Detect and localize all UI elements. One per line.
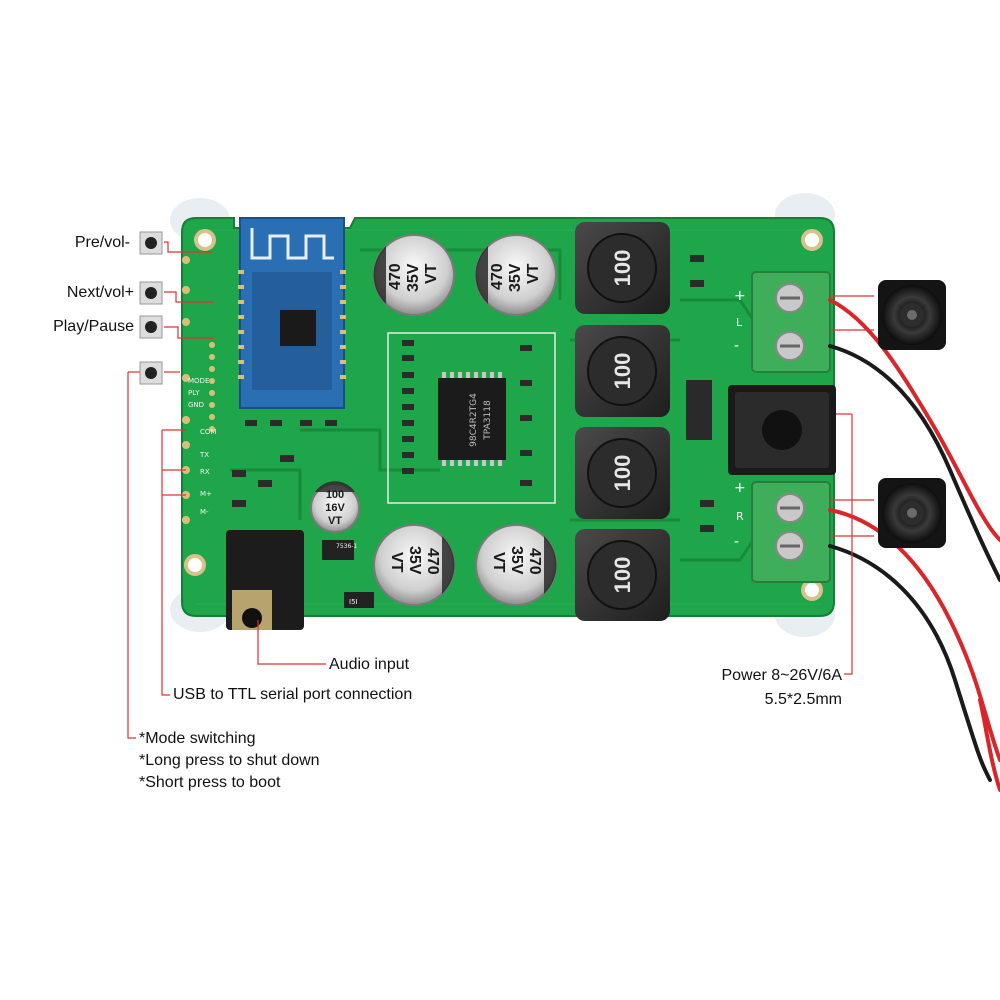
- terminal-block-left: [751, 271, 831, 373]
- capacitor: 470 35V VT: [373, 234, 455, 316]
- svg-text:-: -: [734, 534, 739, 550]
- label-power-spec: Power 8~26V/6A: [721, 667, 842, 684]
- audio-jack: [226, 530, 304, 630]
- label-next-vol: Next/vol+: [66, 284, 134, 301]
- svg-text:-: -: [734, 338, 739, 354]
- svg-text:100: 100: [610, 353, 635, 390]
- capacitor: 470 35V VT: [475, 524, 557, 606]
- capacitors: 470 35V VT 470 35V VT 470 35V VT 470 35V…: [310, 234, 557, 606]
- terminal-block-right: [751, 481, 831, 583]
- svg-text:470: 470: [424, 548, 441, 575]
- svg-text:470: 470: [489, 263, 506, 290]
- mode-note-line2: *Long press to shut down: [139, 752, 320, 769]
- small-capacitor: 100 16V VT: [310, 481, 360, 533]
- svg-text:L: L: [736, 316, 743, 329]
- svg-text:RX: RX: [200, 468, 210, 476]
- chip-line2: TPA3118: [483, 400, 493, 441]
- svg-text:7536-1: 7536-1: [336, 543, 357, 550]
- svg-text:M-: M-: [200, 508, 209, 516]
- svg-text:I5I: I5I: [349, 598, 358, 606]
- svg-text:35V: 35V: [405, 263, 422, 292]
- tact-buttons: [139, 231, 163, 385]
- svg-text:+: +: [734, 480, 746, 496]
- svg-text:16V: 16V: [325, 502, 345, 514]
- svg-text:VT: VT: [328, 515, 342, 527]
- mode-note-line3: *Short press to boot: [139, 774, 281, 791]
- inductor: 100: [575, 427, 670, 519]
- button-prev: [139, 231, 163, 255]
- chip-line1: 98C4R2TG4: [469, 393, 479, 447]
- amplifier-chip: 98C4R2TG4 TPA3118: [438, 372, 506, 466]
- svg-text:VT: VT: [490, 552, 507, 573]
- svg-text:100: 100: [610, 557, 635, 594]
- svg-text:TX: TX: [199, 451, 209, 459]
- svg-text:VT: VT: [388, 552, 405, 573]
- button-play: [139, 315, 163, 339]
- speaker-left: [878, 280, 946, 350]
- svg-text:470: 470: [526, 548, 543, 575]
- inductors: 100 100 100 100: [575, 222, 670, 621]
- svg-text:M+: M+: [200, 490, 212, 498]
- mode-note-line1: *Mode switching: [139, 730, 256, 747]
- button-next: [139, 281, 163, 305]
- dc-power-jack: [728, 385, 836, 475]
- label-usb-ttl: USB to TTL serial port connection: [173, 686, 413, 703]
- svg-text:35V: 35V: [406, 546, 423, 575]
- speaker-right: [878, 478, 946, 548]
- smd-components: [232, 255, 714, 608]
- mode-switch-note: *Mode switching *Long press to shut down…: [139, 728, 320, 794]
- bluetooth-module: [238, 217, 346, 409]
- svg-text:100: 100: [610, 250, 635, 287]
- button-mode: [139, 361, 163, 385]
- svg-text:COM: COM: [200, 428, 216, 436]
- speakers: [878, 280, 946, 548]
- svg-text:100: 100: [326, 489, 344, 501]
- inductor: 100: [575, 529, 670, 621]
- label-prev-vol: Pre/vol-: [74, 234, 130, 251]
- terminal-blocks: + - L + - R: [734, 271, 831, 583]
- leader-lines: [127, 241, 874, 739]
- svg-text:VT: VT: [525, 263, 542, 284]
- svg-text:35V: 35V: [508, 546, 525, 575]
- svg-text:VT: VT: [423, 263, 440, 284]
- svg-text:35V: 35V: [507, 263, 524, 292]
- capacitor: 470 35V VT: [373, 524, 455, 606]
- label-audio-input: Audio input: [329, 656, 410, 673]
- svg-text:GND: GND: [188, 401, 204, 409]
- speaker-wires: [828, 298, 1000, 792]
- svg-text:PLY: PLY: [188, 389, 200, 397]
- capacitor: 470 35V VT: [475, 234, 557, 316]
- inductor: 100: [575, 325, 670, 417]
- svg-text:+: +: [734, 288, 746, 304]
- svg-text:470: 470: [387, 263, 404, 290]
- silkscreen-pin-labels: MODE PLY GND COM TX RX M+ M- 7536-1 I5I: [188, 377, 358, 606]
- svg-text:R: R: [736, 510, 744, 523]
- label-power-jack-size: 5.5*2.5mm: [764, 691, 842, 708]
- svg-text:100: 100: [610, 455, 635, 492]
- svg-text:MODE: MODE: [188, 377, 209, 385]
- inductor: 100: [575, 222, 670, 314]
- label-play-pause: Play/Pause: [53, 318, 134, 335]
